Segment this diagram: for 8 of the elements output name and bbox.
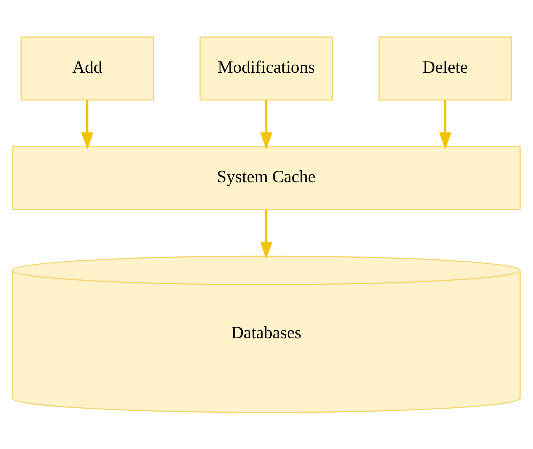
node-box: Delete bbox=[378, 36, 512, 100]
node-box: Modifications bbox=[200, 36, 334, 100]
arrow bbox=[81, 100, 94, 150]
node-box: Add bbox=[20, 36, 154, 100]
node-box: System Cache bbox=[12, 146, 521, 210]
arrow bbox=[260, 100, 273, 150]
arrow bbox=[260, 209, 273, 259]
arrow bbox=[439, 100, 452, 150]
